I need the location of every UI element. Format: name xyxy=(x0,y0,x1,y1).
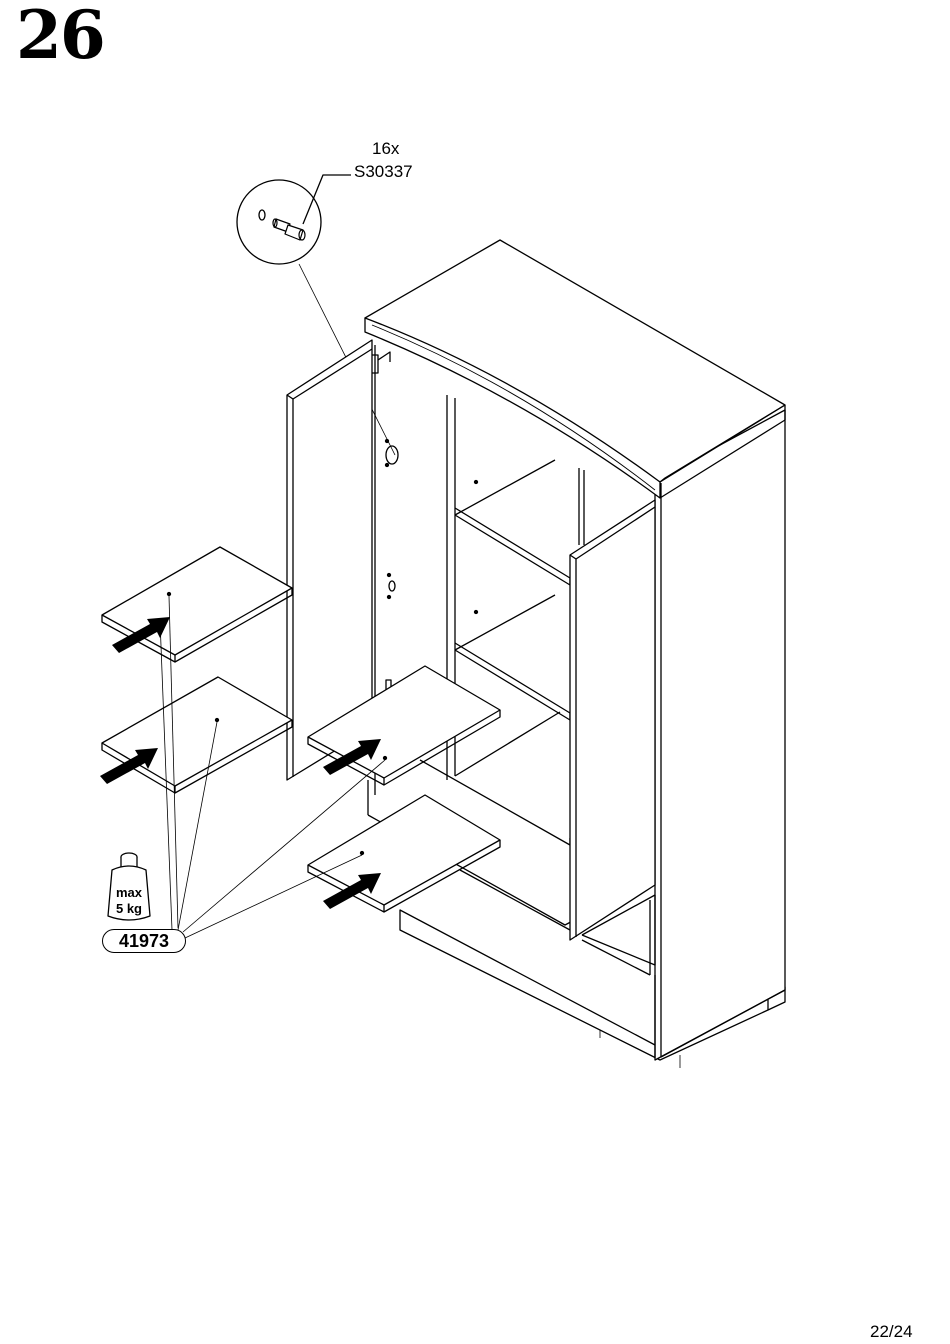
cabinet-top xyxy=(365,240,785,498)
shelf-2 xyxy=(102,677,292,793)
weight-limit-line2: 5 kg xyxy=(111,902,147,915)
page-number: 22/24 xyxy=(870,1322,913,1342)
cabinet-door-right xyxy=(570,500,655,940)
article-code-badge: 41973 xyxy=(102,929,186,953)
shelf-pin-icon xyxy=(273,219,305,240)
cabinet-side-panel xyxy=(655,410,785,1060)
weight-limit-line1: max xyxy=(111,886,147,899)
